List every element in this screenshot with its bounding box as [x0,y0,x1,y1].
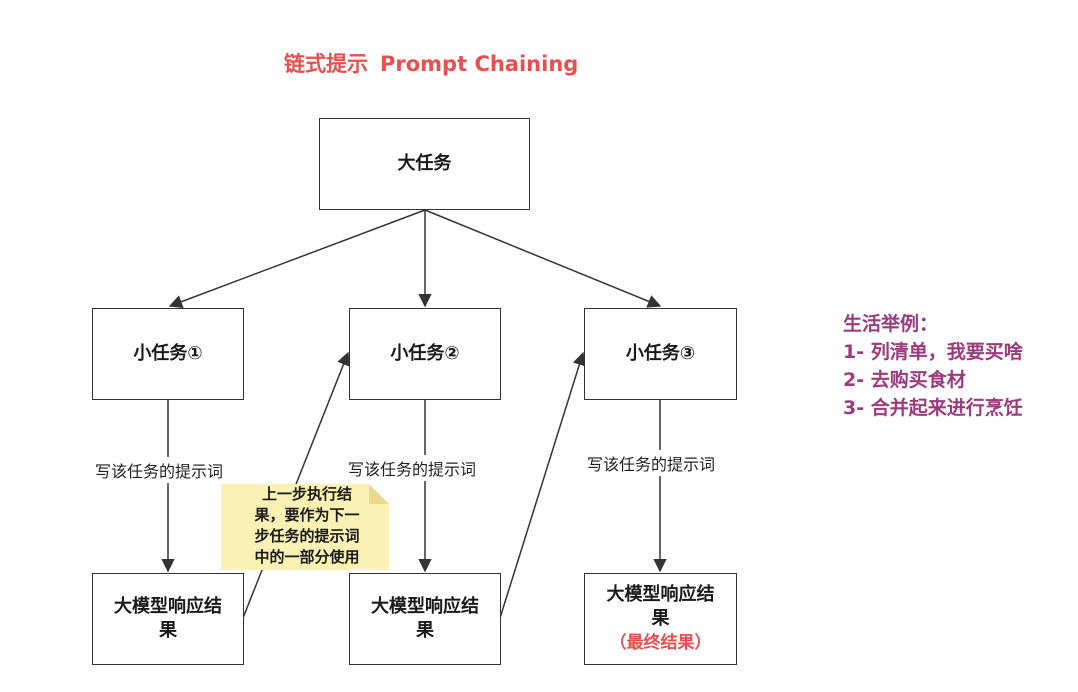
response-node-2: 大模型响应结 果 [349,573,501,665]
edge-label-write-prompt-3: 写该任务的提示词 [585,450,718,476]
subtask-3-label: 小任务③ [625,343,696,364]
note-line-3: 步任务的提示词 [254,527,360,545]
life-example-item-3: 3- 合并起来进行烹饪 [843,397,1023,419]
note-line-1: 上一步执行结 [261,485,352,503]
subtask-1-label: 小任务① [133,343,203,364]
life-example: 生活举例： 1- 列清单，我要买啥 2- 去购买食材 3- 合并起来进行烹饪 [843,310,1023,422]
response-node-3: 大模型响应结 果 （最终结果） [584,573,737,665]
note-line-2: 果，要作为下一 [254,506,360,524]
life-example-item-2: 2- 去购买食材 [843,369,966,391]
response-3-line-2: 果 [651,608,670,629]
title-en: Prompt Chaining [380,52,579,76]
edge-root-to-subtask3 [424,209,662,308]
response-2-line-1: 大模型响应结 [371,596,479,617]
edge-response2-to-subtask3 [499,351,586,619]
sticky-note-icon [221,484,389,570]
response-1-line-2: 果 [159,620,177,641]
life-example-item-1: 1- 列清单，我要买啥 [843,341,1023,363]
subtask-node-2: 小任务② [349,308,501,400]
edge-label-write-prompt-2: 写该任务的提示词 [346,455,479,481]
title-cn: 链式提示 [284,52,368,76]
diagram-title: 链式提示 Prompt Chaining [284,48,578,78]
response-1-line-1: 大模型响应结 [114,596,222,617]
root-task-label: 大任务 [397,153,452,174]
life-example-heading: 生活举例： [843,313,939,335]
edge-root-to-subtask1 [168,209,426,309]
feedback-note: 上一步执行结 果，要作为下一 步任务的提示词 中的一部分使用 [221,484,389,570]
edge-label-write-prompt-1: 写该任务的提示词 [93,457,226,483]
subtask-node-1: 小任务① [92,308,244,400]
subtask-node-3: 小任务③ [584,308,737,400]
response-2-line-2: 果 [416,620,434,641]
note-line-4: 中的一部分使用 [254,548,360,566]
response-3-line-1: 大模型响应结 [606,584,715,605]
final-result-tag: （最终结果） [609,633,712,653]
root-task-node: 大任务 [319,118,530,210]
response-node-1: 大模型响应结 果 [92,573,244,665]
subtask-2-label: 小任务② [390,343,460,364]
